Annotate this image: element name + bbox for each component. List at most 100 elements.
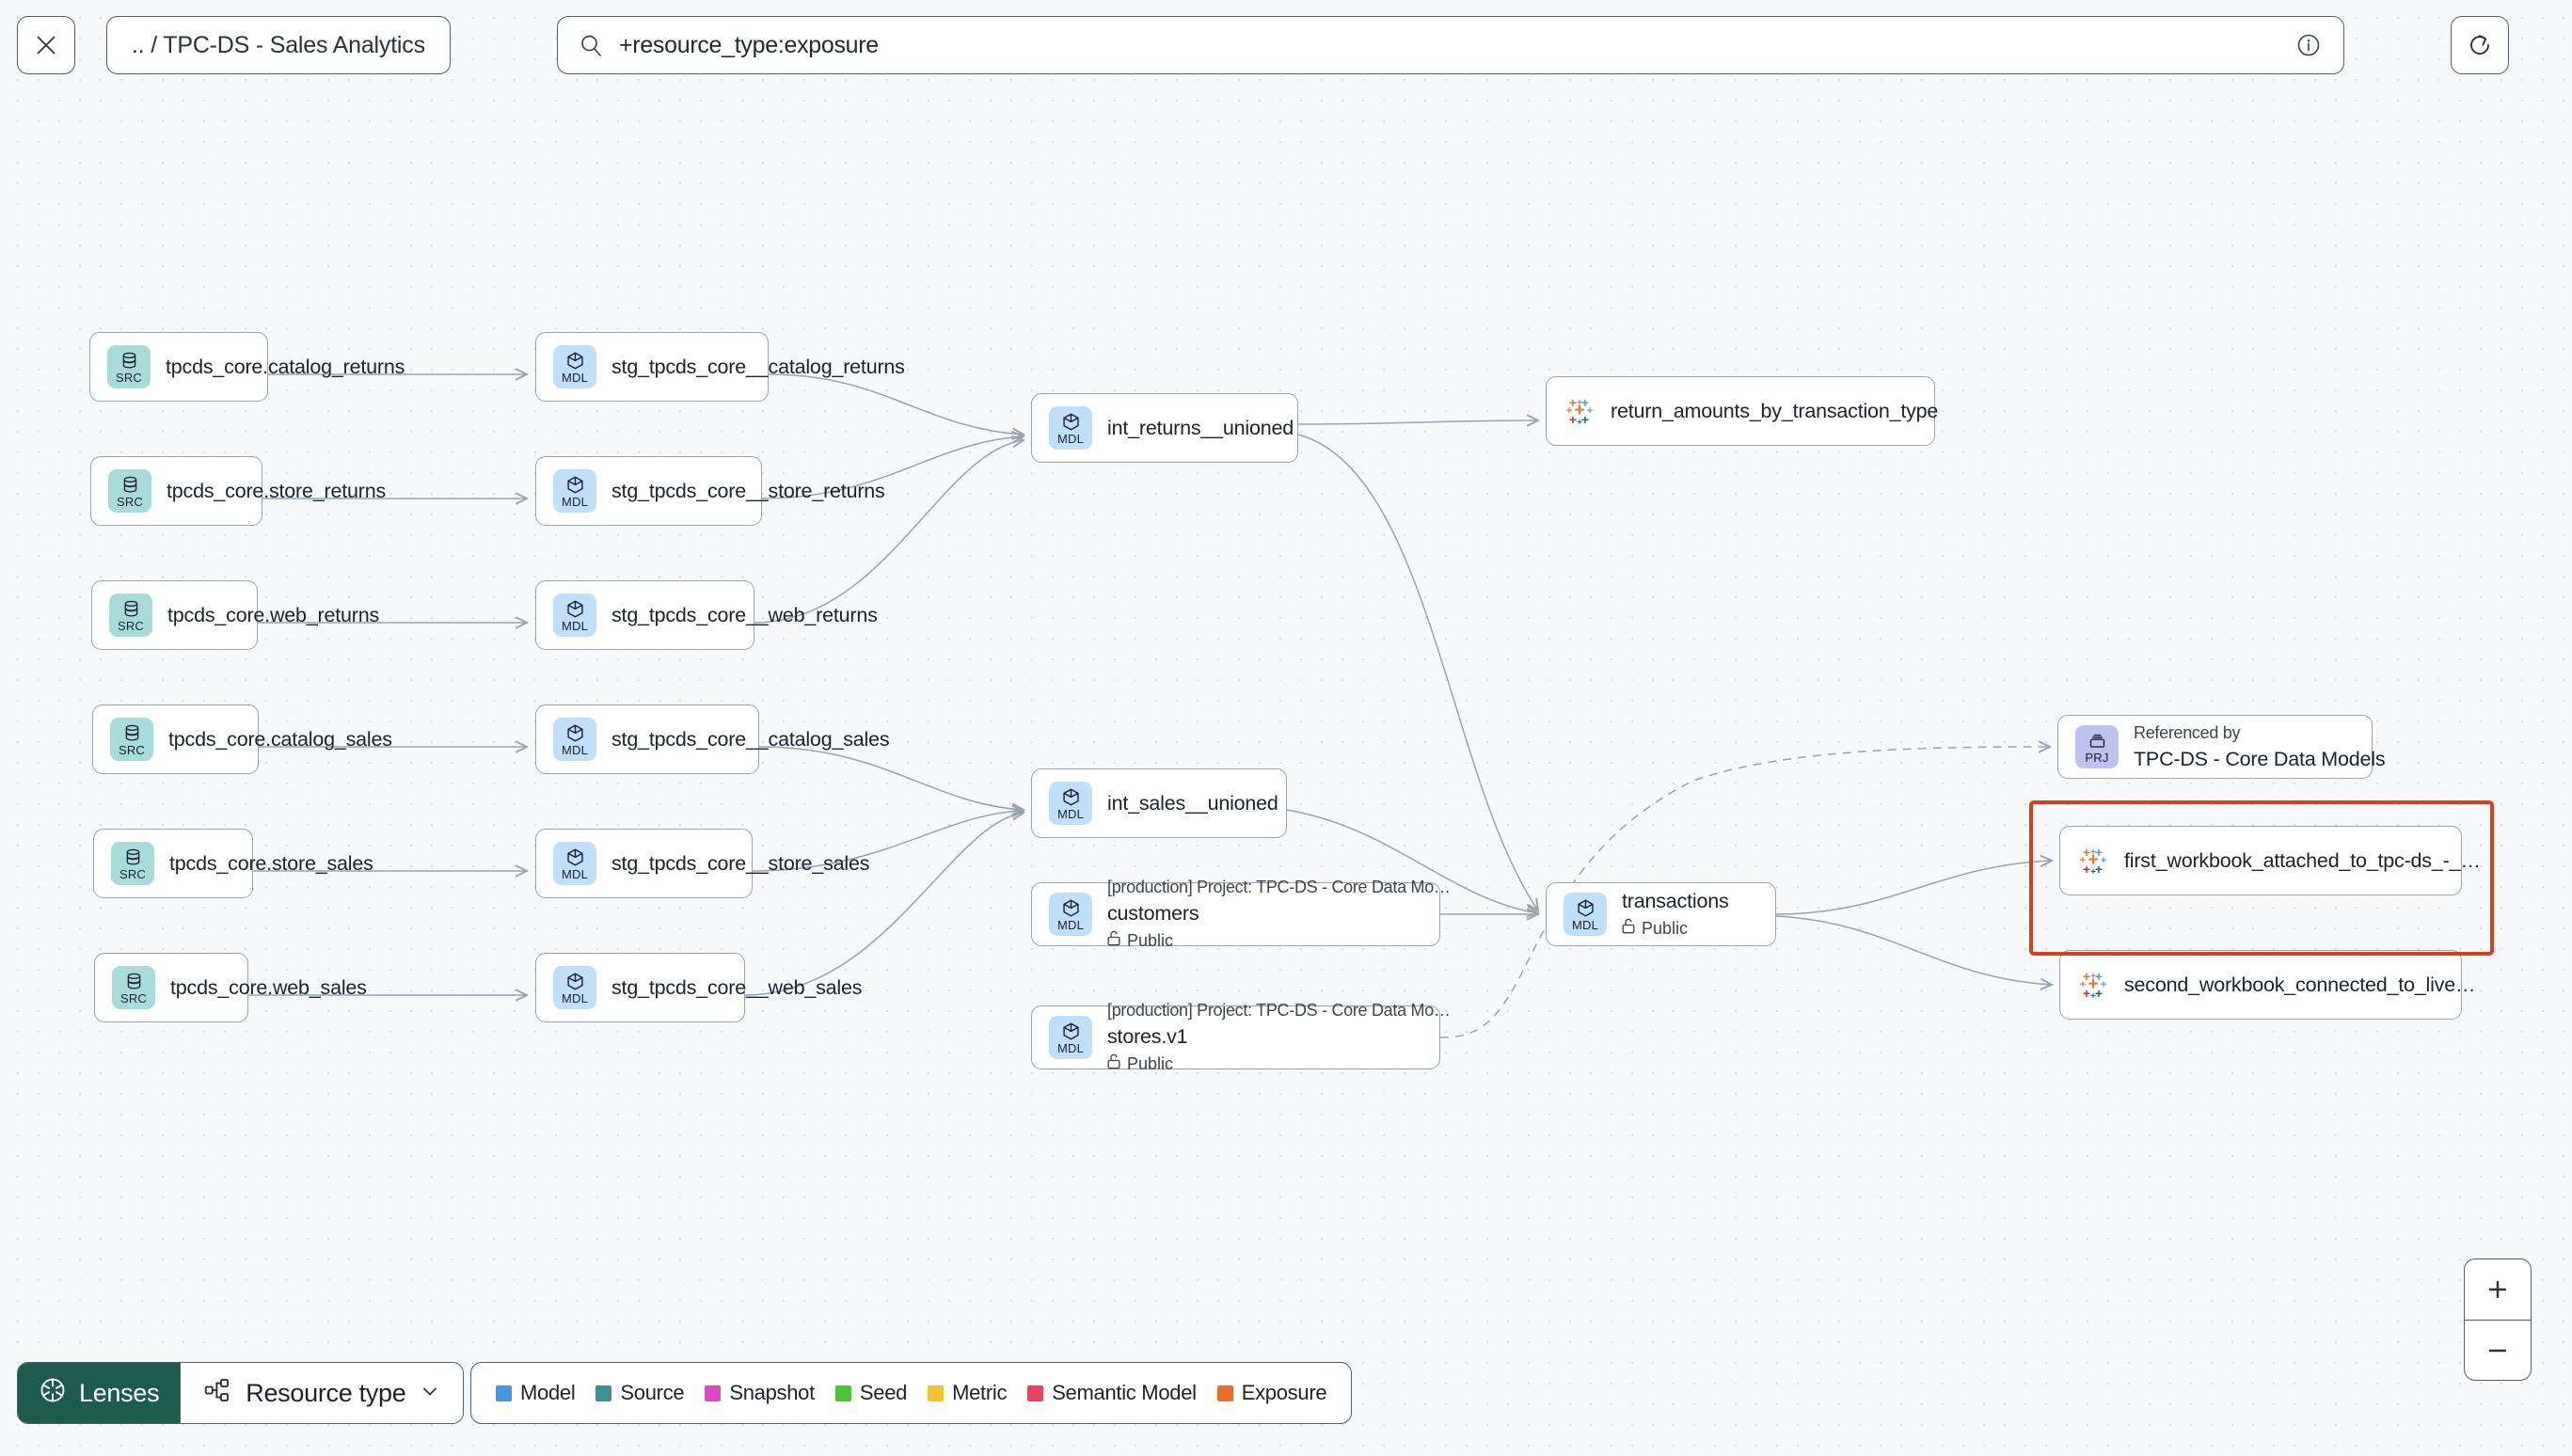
- badge-label: MDL: [561, 370, 589, 385]
- badge-label: MDL: [561, 742, 589, 757]
- legend-item-semantic-model[interactable]: Semantic Model: [1027, 1381, 1197, 1405]
- legend-swatch: [496, 1385, 512, 1401]
- model-badge-icon: MDL: [553, 842, 596, 885]
- privacy-label: Public: [1127, 930, 1174, 950]
- legend-label: Semantic Model: [1052, 1381, 1197, 1404]
- badge-label: MDL: [561, 618, 589, 633]
- badge-label: MDL: [1056, 806, 1085, 821]
- unlock-icon: [1622, 918, 1635, 939]
- model-badge-icon: MDL: [1564, 893, 1607, 936]
- graph-node-stores_v1[interactable]: MDL [production] Project: TPC-DS - Core D…: [1031, 1001, 1451, 1073]
- graph-node-referenced-by-project[interactable]: PRJ Referenced by TPC-DS - Core Data Mod…: [2057, 715, 2386, 779]
- lenses-toolbar: Lenses Resource type: [17, 1362, 465, 1424]
- graph-node-transactions[interactable]: MDL transactions Public: [1546, 882, 1776, 946]
- svg-text:+: +: [2088, 974, 2098, 994]
- svg-text:+: +: [1577, 398, 1582, 408]
- node-label: second_workbook_connected_to_live…: [2124, 973, 2476, 996]
- node-name: transactions: [1622, 890, 1729, 912]
- svg-text:+: +: [1581, 412, 1589, 427]
- info-icon[interactable]: [2294, 31, 2323, 59]
- model-badge-icon: MDL: [553, 593, 596, 637]
- lenses-button[interactable]: Lenses: [18, 1363, 181, 1423]
- tableau-icon: +++++++++: [2077, 845, 2109, 878]
- graph-node-src_web_returns[interactable]: SRC tpcds_core.web_returns: [91, 580, 379, 650]
- legend-item-snapshot[interactable]: Snapshot: [705, 1381, 815, 1405]
- model-badge-icon: MDL: [1049, 1016, 1092, 1059]
- badge-label: SRC: [119, 866, 147, 881]
- legend-item-model[interactable]: Model: [496, 1381, 576, 1405]
- model-badge-icon: MDL: [553, 718, 596, 761]
- graph-node-return_amounts[interactable]: +++++++++return_amounts_by_transaction_t…: [1546, 376, 1938, 446]
- graph-node-second_workbook[interactable]: +++++++++second_workbook_connected_to_li…: [2059, 950, 2475, 1020]
- badge-label: MDL: [1056, 917, 1085, 932]
- svg-text:+: +: [2083, 845, 2090, 860]
- node-label: tpcds_core.web_returns: [167, 603, 380, 626]
- search-query-text: +resource_type:exposure: [619, 31, 879, 58]
- legend-swatch: [1216, 1385, 1233, 1401]
- node-label: tpcds_core.catalog_sales: [168, 727, 392, 751]
- node-label: tpcds_core.store_returns: [167, 479, 387, 502]
- refresh-icon[interactable]: [2451, 16, 2509, 74]
- resource-type-dropdown[interactable]: Resource type: [180, 1363, 464, 1423]
- graph-node-src_catalog_returns[interactable]: SRC tpcds_core.catalog_returns: [89, 332, 405, 402]
- graph-node-first_workbook[interactable]: +++++++++first_workbook_attached_to_tpc-…: [2059, 826, 2481, 895]
- zoom-out-button[interactable]: [2465, 1320, 2531, 1380]
- legend-label: Exposure: [1241, 1381, 1327, 1404]
- source-badge-icon: SRC: [108, 469, 151, 513]
- breadcrumb-label: .. / TPC-DS - Sales Analytics: [132, 31, 425, 58]
- svg-text:+: +: [2090, 991, 2096, 1001]
- svg-text:+: +: [2095, 969, 2103, 984]
- badge-label: SRC: [115, 370, 143, 385]
- badge-label: SRC: [117, 618, 145, 633]
- source-badge-icon: SRC: [111, 842, 154, 885]
- node-project: [production] Project: TPC-DS - Core Data…: [1107, 1001, 1451, 1020]
- svg-text:+: +: [2090, 867, 2096, 877]
- close-icon[interactable]: [17, 16, 75, 74]
- model-badge-icon: MDL: [1049, 893, 1092, 936]
- zoom-in-button[interactable]: [2465, 1259, 2531, 1320]
- source-badge-icon: SRC: [109, 593, 152, 637]
- source-badge-icon: SRC: [107, 345, 151, 388]
- graph-node-int_returns_unioned[interactable]: MDL int_returns__unioned: [1031, 393, 1298, 463]
- aperture-icon: [39, 1376, 67, 1411]
- graph-node-src_store_returns[interactable]: SRC tpcds_core.store_returns: [90, 456, 386, 526]
- exposure-selection-highlight: [2029, 800, 2494, 956]
- model-badge-icon: MDL: [1049, 782, 1092, 825]
- badge-label: MDL: [1056, 1040, 1085, 1055]
- graph-node-stg_web_sales[interactable]: MDL stg_tpcds_core__web_sales: [535, 953, 863, 1022]
- node-privacy: Public: [1107, 1053, 1422, 1074]
- node-privacy: Public: [1107, 930, 1422, 951]
- svg-text:+: +: [2088, 850, 2098, 870]
- breadcrumb[interactable]: .. / TPC-DS - Sales Analytics: [106, 16, 451, 74]
- badge-label: MDL: [561, 990, 589, 1005]
- legend-item-metric[interactable]: Metric: [928, 1381, 1007, 1405]
- graph-node-customers[interactable]: MDL[production] Project: TPC-DS - Core D…: [1031, 878, 1451, 950]
- legend-label: Seed: [859, 1381, 908, 1404]
- svg-text:+: +: [1574, 401, 1584, 420]
- top-toolbar: .. / TPC-DS - Sales Analytics +resource_…: [0, 0, 2572, 111]
- node-label: int_returns__unioned: [1107, 416, 1294, 439]
- svg-text:+: +: [2080, 979, 2086, 990]
- svg-text:+: +: [1581, 395, 1589, 410]
- node-label: stg_tpcds_core__web_sales: [611, 975, 863, 999]
- legend-item-source[interactable]: Source: [595, 1381, 685, 1405]
- search-input[interactable]: +resource_type:exposure: [557, 16, 2344, 74]
- legend-item-seed[interactable]: Seed: [834, 1381, 908, 1405]
- model-badge-icon: MDL: [553, 966, 596, 1009]
- legend-item-exposure[interactable]: Exposure: [1216, 1381, 1327, 1405]
- node-label: tpcds_core.web_sales: [170, 975, 367, 999]
- badge-label: MDL: [1056, 431, 1085, 446]
- node-label: tpcds_core.catalog_returns: [166, 355, 405, 378]
- legend-swatch: [1027, 1385, 1044, 1401]
